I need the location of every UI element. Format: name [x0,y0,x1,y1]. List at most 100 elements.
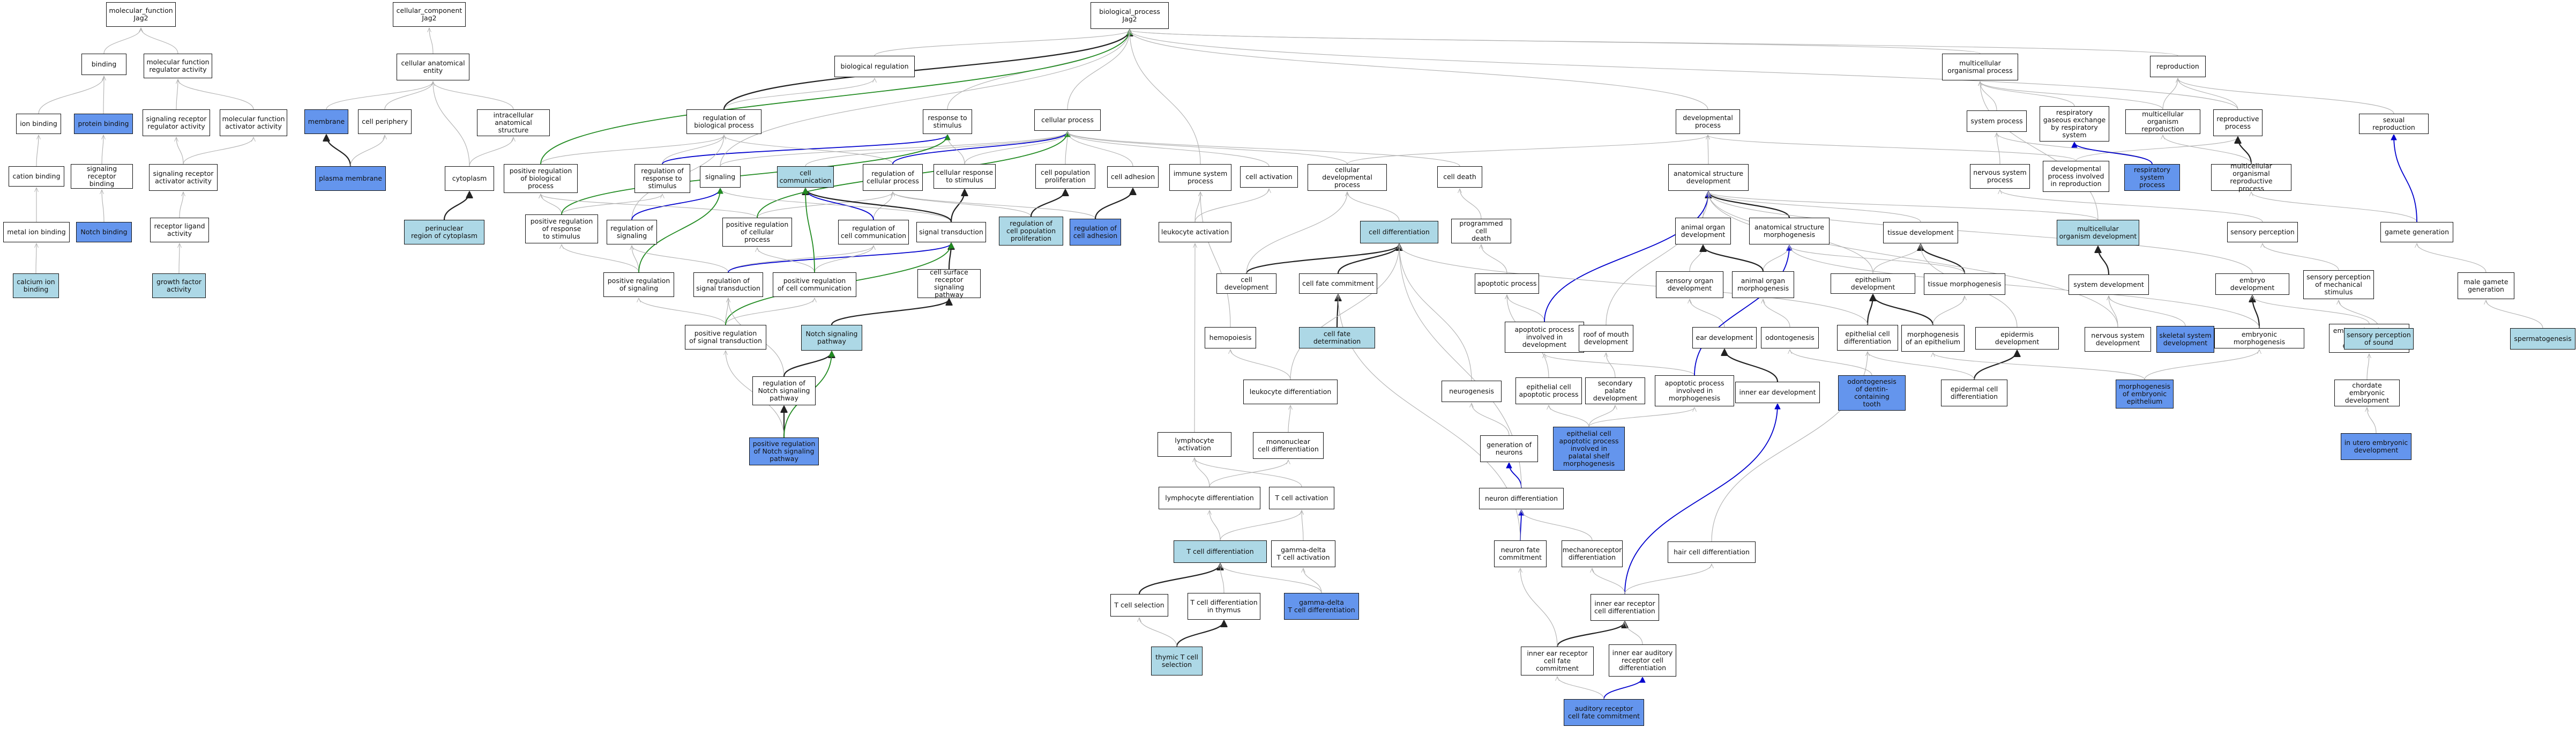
go-term-t-activation[interactable]: T cell activation [1269,487,1334,509]
go-term-reg-cell-comm[interactable]: regulation of cell communication [838,220,909,244]
go-term-hair-cell-diff[interactable]: hair cell differentiation [1668,541,1756,563]
go-term-epith-dev[interactable]: epithelium development [1831,273,1915,294]
go-term-reg-signaling[interactable]: regulation of signaling [607,220,657,244]
go-term-srra[interactable]: signaling receptor regulator activity [143,109,210,136]
go-term-spermatogenesis[interactable]: spermatogenesis [2510,328,2575,350]
go-term-mechano-diff[interactable]: mechanoreceptor differentiation [1562,540,1623,567]
go-term-membrane[interactable]: membrane [304,109,348,134]
go-term-ias[interactable]: intracellular anatomical structure [477,109,550,136]
go-term-sensory-perception[interactable]: sensory perception [2227,222,2298,242]
go-term-cell-resp-stim[interactable]: cellular response to stimulus [934,164,996,189]
go-term-gd-diff[interactable]: gamma-delta T cell differentiation [1284,593,1359,620]
go-term-ana-morph[interactable]: anatomical structure morphogenesis [1749,218,1830,244]
go-term-roof-mouth[interactable]: roof of mouth development [1579,325,1633,352]
go-term-ie-receptor-fate[interactable]: inner ear receptor cell fate commitment [1521,647,1594,675]
go-term-reg-resp-stim[interactable]: regulation of response to stimulus [634,164,690,193]
go-term-apop-morph[interactable]: apoptotic process involved in morphogene… [1655,375,1734,406]
go-term-system-process[interactable]: system process [1967,110,2027,132]
go-term-t-diff[interactable]: T cell differentiation [1174,540,1267,563]
go-term-calcium[interactable]: calcium ion binding [13,273,59,298]
go-term-metal-ion[interactable]: metal ion binding [3,222,70,242]
go-term-binding[interactable]: binding [81,54,126,75]
go-term-cellular-process[interactable]: cellular process [1034,109,1101,131]
go-term-skeletal-dev[interactable]: skeletal system development [2156,326,2214,353]
go-term-multi-org-repro-proc[interactable]: multicellular organismal reproductive pr… [2211,162,2291,192]
go-term-cae[interactable]: cellular anatomical entity [397,54,469,80]
go-term-cell-fate-commit[interactable]: cell fate commitment [1299,273,1377,294]
go-term-perinuclear[interactable]: perinuclear region of cytoplasm [404,220,484,244]
go-term-ion-binding[interactable]: ion binding [16,114,61,134]
go-term-cell-death[interactable]: cell death [1437,166,1482,188]
go-term-tissue-morph[interactable]: tissue morphogenesis [1924,273,2005,295]
go-term-bp[interactable]: biological_process Jag2 [1091,2,1169,29]
go-term-hemopoiesis[interactable]: hemopoiesis [1205,327,1256,348]
go-term-embryo-morph[interactable]: embryonic morphogenesis [2214,328,2304,348]
go-term-neuron-diff[interactable]: neuron differentiation [1479,488,1564,509]
go-term-multi-org-dev[interactable]: multicellular organism development [2057,220,2139,246]
go-term-resp-stim[interactable]: response to stimulus [923,109,972,134]
go-term-pos-reg-notch[interactable]: positive regulation of Notch signaling p… [749,437,819,465]
go-term-epiderm-cell-diff[interactable]: epidermal cell differentiation [1941,380,2007,406]
go-term-multi-org-repro[interactable]: multicellular organism reproduction [2125,109,2200,134]
go-term-t-diff-thymus[interactable]: T cell differentiation in thymus [1188,593,1260,620]
go-term-gfa[interactable]: growth factor activity [152,273,206,298]
go-term-reg-bp[interactable]: regulation of biological process [686,109,761,134]
go-term-reg-cell-pop[interactable]: regulation of cell population proliferat… [999,217,1063,246]
go-term-sexual-repro[interactable]: sexual reproduction [2359,114,2429,134]
go-term-thymic-t[interactable]: thymic T cell selection [1151,647,1203,675]
go-term-pcd[interactable]: programmed cell death [1451,219,1511,243]
go-term-apoptotic[interactable]: apoptotic process [1475,273,1539,294]
go-term-chordate-embryo[interactable]: chordate embryonic development [2334,380,2400,406]
go-term-ie-aud-diff[interactable]: inner ear auditory receptor cell differe… [1609,644,1676,677]
go-term-protein-binding[interactable]: protein binding [74,114,133,134]
go-term-epith-apop-palate[interactable]: epithelial cell apoptotic process involv… [1553,427,1625,471]
go-term-neurogenesis[interactable]: neurogenesis [1442,381,1502,402]
go-term-gd-activation[interactable]: gamma-delta T cell activation [1271,540,1335,567]
go-term-reg-notch[interactable]: regulation of Notch signaling pathway [752,376,816,405]
go-term-cell-diff[interactable]: cell differentiation [1360,221,1438,243]
go-term-lympho-diff[interactable]: lymphocyte differentiation [1159,487,1260,509]
go-term-ear-dev[interactable]: ear development [1692,327,1757,348]
go-term-rla[interactable]: receptor ligand activity [150,218,209,242]
go-term-leuko-activation[interactable]: leukocyte activation [1159,222,1231,242]
go-term-pos-reg-cell-comm[interactable]: positive regulation of cell communicatio… [773,272,856,297]
go-term-ie-receptor-diff[interactable]: inner ear receptor cell differentiation [1591,594,1659,621]
go-term-dev-repro[interactable]: developmental process involved in reprod… [2043,161,2109,192]
go-term-pos-reg-bp[interactable]: positive regulation of biological proces… [504,164,578,193]
go-term-cell-comm[interactable]: cell communication [777,166,834,188]
go-term-sec-palate[interactable]: secondary palate development [1585,377,1645,404]
go-term-aud-fate[interactable]: auditory receptor cell fate commitment [1564,699,1644,726]
go-term-cell-periphery[interactable]: cell periphery [358,109,412,134]
go-term-gamete-gen[interactable]: gamete generation [2380,222,2453,242]
go-term-cytoplasm[interactable]: cytoplasm [445,166,494,191]
go-term-t-selection[interactable]: T cell selection [1110,594,1168,617]
go-term-reg-cell-proc[interactable]: regulation of cellular process [863,164,923,191]
go-term-pos-reg-resp[interactable]: positive regulation of response to stimu… [525,214,598,243]
go-term-sp-sound[interactable]: sensory perception of sound [2344,328,2414,350]
go-term-neuron-fate[interactable]: neuron fate commitment [1494,540,1547,567]
go-term-biol-reg[interactable]: biological regulation [834,56,915,77]
go-term-odontogenesis[interactable]: odontogenesis [1761,327,1819,348]
go-term-ana-dev[interactable]: anatomical structure development [1668,164,1749,191]
go-term-reg-cell-adh[interactable]: regulation of cell adhesion [1070,219,1121,246]
go-term-cell-activation[interactable]: cell activation [1240,166,1298,188]
go-term-epiderm-dev[interactable]: epidermis development [1975,327,2059,350]
go-term-signaling[interactable]: signaling [700,166,741,188]
go-term-gen-neurons[interactable]: generation of neurons [1480,435,1538,462]
go-term-cell-fate-det[interactable]: cell fate determination [1299,327,1375,348]
go-term-sp-mech[interactable]: sensory perception of mechanical stimulu… [2303,270,2374,299]
go-term-inner-ear-dev[interactable]: inner ear development [1735,382,1820,403]
go-term-reproduction[interactable]: reproduction [2150,56,2206,77]
go-term-mf[interactable]: molecular_function Jag2 [106,2,176,27]
go-term-tissue-dev[interactable]: tissue development [1883,222,1958,243]
go-term-cell-dev[interactable]: cell development [1216,273,1276,294]
go-term-plasma-membrane[interactable]: plasma membrane [315,166,386,191]
go-term-multi-org[interactable]: multicellular organismal process [1942,54,2018,80]
go-term-mf-reg[interactable]: molecular function regulator activity [144,54,212,78]
go-term-sraa[interactable]: signaling receptor activator activity [149,164,218,191]
go-term-morph-epith[interactable]: morphogenesis of an epithelium [1901,325,1965,352]
go-term-notch-pathway[interactable]: Notch signaling pathway [801,325,862,351]
go-term-morph-embryo-epith[interactable]: morphogenesis of embryonic epithelium [2116,380,2174,409]
go-term-male-gamete[interactable]: male gamete generation [2458,272,2514,299]
go-term-system-dev[interactable]: system development [2069,274,2149,295]
